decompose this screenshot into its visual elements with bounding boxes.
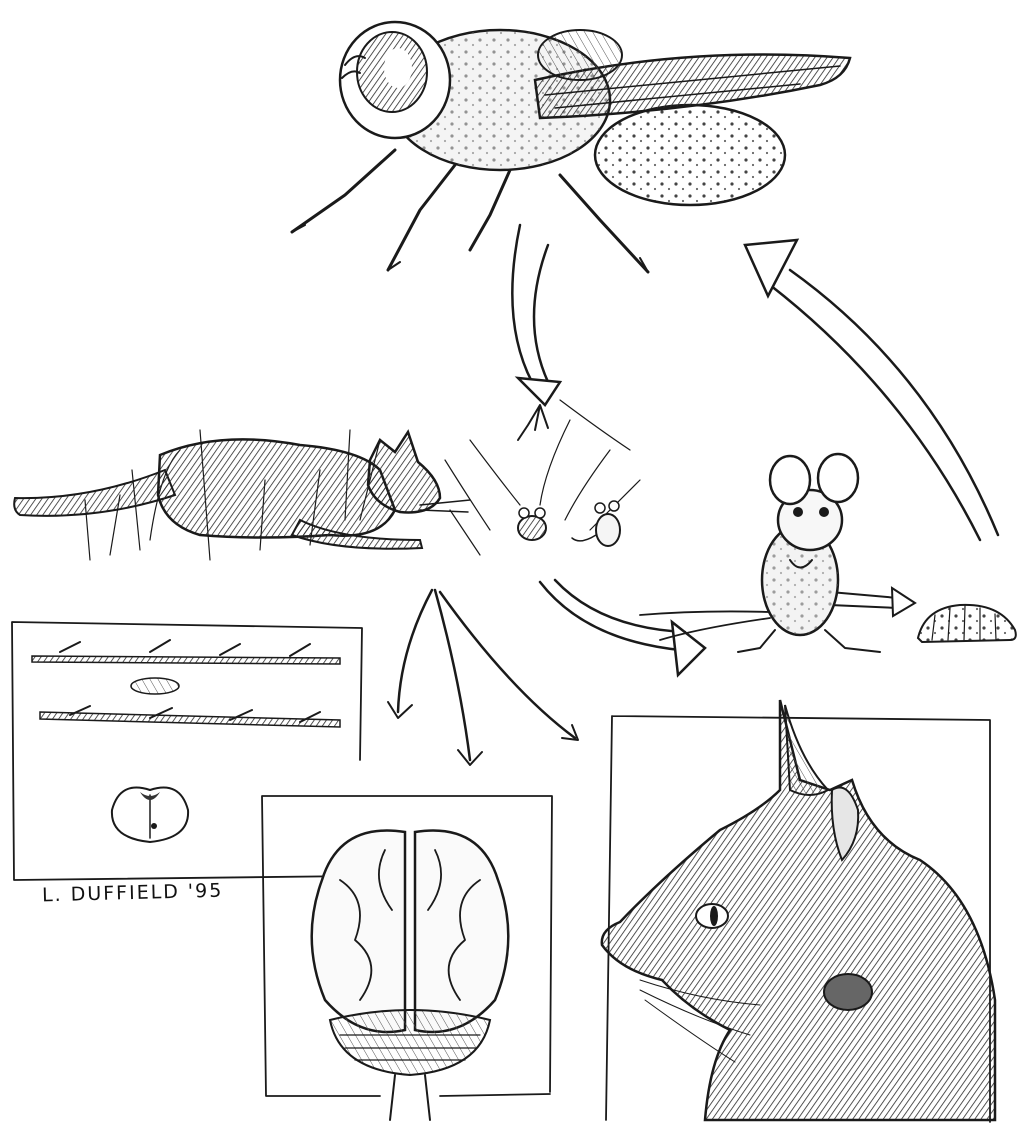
crouching-cat-illustration — [14, 430, 470, 560]
arrow-to-mouse — [540, 580, 705, 675]
tissue-section-panel — [12, 622, 362, 880]
bot-fly-illustration — [292, 22, 850, 272]
arrows-to-panels — [388, 590, 578, 765]
small-mice-group — [445, 400, 640, 555]
pupa-illustration — [918, 605, 1016, 642]
mouse-illustration — [640, 454, 880, 652]
arrow-mouse-to-pupa — [830, 588, 915, 616]
brain-panel — [262, 796, 552, 1120]
arrow-fly-to-larva — [512, 225, 560, 440]
cat-head-panel — [602, 700, 995, 1122]
